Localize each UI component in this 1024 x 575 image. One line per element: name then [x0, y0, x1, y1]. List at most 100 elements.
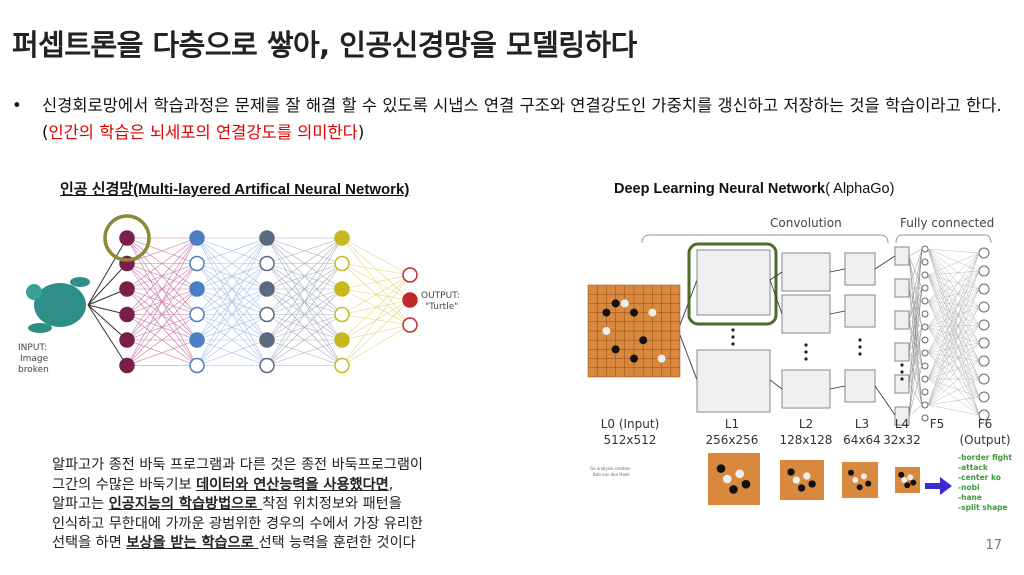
go-stone	[602, 308, 611, 317]
go-stone	[907, 474, 914, 481]
ellipsis-dot	[900, 363, 904, 367]
layer-size: 512x512	[604, 433, 657, 447]
input-arrow	[87, 304, 128, 366]
go-stone	[716, 464, 726, 473]
go-stone	[910, 479, 917, 486]
left-figure-caption: 인공 신경망(Multi-layered Artifical Neural Ne…	[60, 181, 410, 198]
neuron	[189, 255, 205, 272]
connection	[341, 263, 411, 276]
go-stone	[848, 469, 854, 476]
l4-map	[894, 310, 910, 330]
f5-node	[921, 362, 929, 370]
input-label: broken	[18, 365, 49, 375]
go-stone	[630, 308, 638, 317]
ellipsis-dot	[731, 342, 735, 346]
connection	[196, 314, 268, 366]
ellipsis-dot	[900, 377, 904, 381]
f6-node	[978, 301, 990, 313]
layer-name: L1	[725, 417, 739, 431]
ellipsis-dot	[858, 338, 862, 342]
output-class: -nobi	[958, 483, 980, 492]
connection	[927, 352, 980, 398]
highlight-box	[687, 242, 778, 326]
text: 선택 능력을 훈련한 것이다	[258, 535, 416, 551]
layer-name: L4	[895, 417, 909, 431]
connection	[908, 248, 923, 257]
connection	[927, 288, 980, 380]
credit: Go analysis creation	[590, 466, 631, 471]
go-stone	[904, 482, 911, 489]
neuron	[334, 306, 350, 323]
l2-map	[781, 294, 831, 334]
connection	[908, 287, 923, 353]
input-arrow	[87, 237, 128, 306]
connection	[196, 263, 268, 366]
neuron	[119, 281, 135, 297]
connection	[927, 324, 980, 380]
connection	[927, 324, 980, 328]
connection	[927, 306, 980, 328]
connection	[927, 306, 980, 354]
connection	[196, 339, 268, 366]
go-stone	[860, 473, 867, 480]
connection	[927, 342, 980, 406]
connection	[196, 288, 268, 366]
connection	[266, 237, 343, 366]
connection	[266, 237, 343, 290]
ellipsis-dot	[731, 335, 735, 339]
connection	[927, 288, 980, 328]
connection	[266, 314, 343, 366]
go-stone	[611, 345, 620, 354]
layer-size: (Output)	[959, 433, 1010, 447]
neuron	[334, 281, 350, 297]
connection	[927, 270, 980, 380]
connection	[266, 237, 343, 315]
l4-map	[894, 278, 910, 298]
connection	[908, 255, 923, 328]
connection	[927, 404, 980, 416]
connection	[126, 237, 198, 264]
connection	[126, 237, 198, 341]
connection	[126, 237, 198, 366]
convolution-brace	[641, 234, 889, 244]
connection	[769, 279, 783, 315]
f5-node	[921, 245, 929, 253]
connection	[341, 299, 411, 366]
layer-size: 128x128	[780, 433, 833, 447]
connection	[927, 378, 980, 398]
go-stone	[901, 477, 908, 483]
output-neuron	[402, 267, 418, 283]
go-thumbnail	[780, 460, 824, 500]
go-stone	[657, 354, 666, 363]
connection	[908, 326, 923, 353]
connection	[874, 385, 896, 416]
text: 그간의 수많은 바둑기보	[52, 476, 197, 493]
output-neuron	[402, 292, 418, 308]
go-stone	[648, 308, 657, 317]
ellipsis-dot	[858, 345, 862, 349]
go-stone	[898, 471, 905, 478]
f6-node	[978, 373, 990, 385]
go-stone	[787, 468, 795, 476]
neuron	[259, 281, 275, 297]
connection	[927, 300, 980, 326]
connection	[341, 274, 411, 315]
layer-labels: L0 (Input)512x512L1256x256L2128x128L364x…	[601, 417, 1011, 447]
f5-node	[921, 258, 929, 266]
ellipsis-dot	[731, 328, 735, 332]
output-class: -hane	[958, 493, 982, 502]
connection	[927, 326, 980, 362]
go-stone	[630, 354, 638, 363]
connection	[927, 352, 980, 416]
connection	[927, 352, 980, 362]
layer-size: 256x256	[706, 433, 759, 447]
connection	[927, 300, 980, 380]
emphasis: 인공지능의 학습방법으로	[108, 496, 263, 512]
connection	[927, 300, 980, 362]
connection	[679, 334, 698, 381]
f6-node	[978, 283, 990, 295]
connection	[927, 306, 980, 380]
connection	[874, 255, 896, 270]
neuron	[259, 255, 275, 272]
l3-map	[844, 252, 876, 286]
